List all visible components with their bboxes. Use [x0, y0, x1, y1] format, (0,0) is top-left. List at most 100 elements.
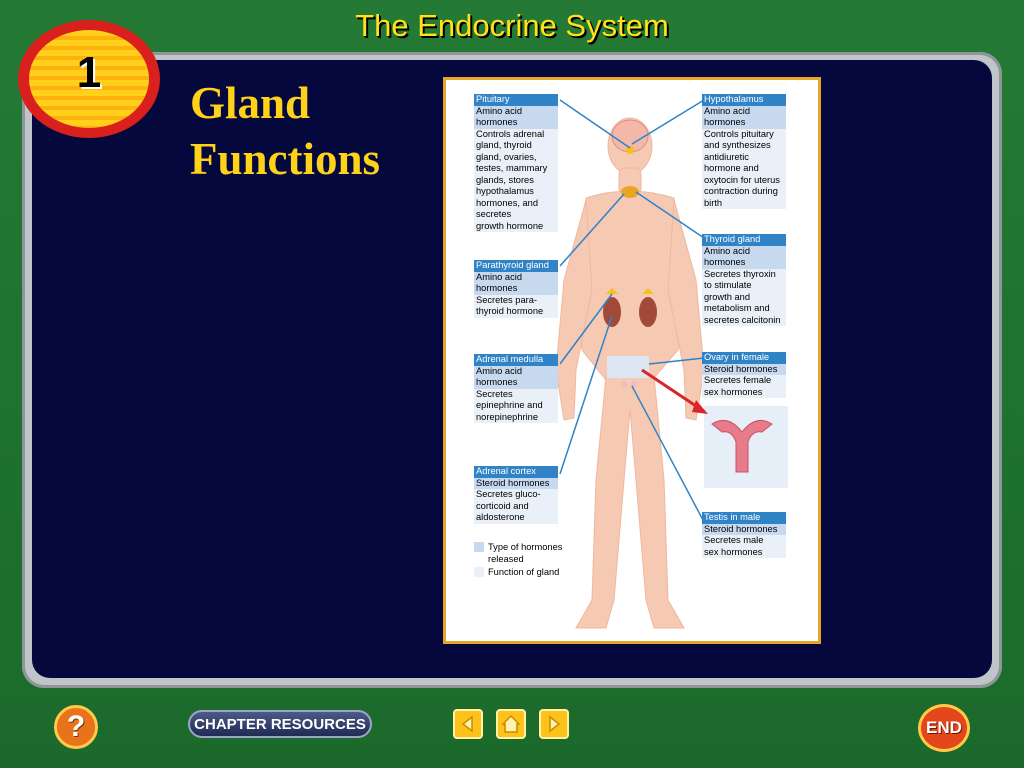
function-line: testes, mammary — [476, 163, 548, 173]
function-line: sex hormones — [704, 546, 763, 557]
right-kidney-icon — [639, 297, 657, 327]
section-badge-inner: 1 — [29, 30, 149, 128]
gland-function: Secretes epinephrine and norepinephrine — [474, 388, 558, 423]
function-line: Secretes para- — [476, 294, 537, 305]
gland-name: Hypothalamus — [702, 94, 786, 106]
function-line: oxytocin for uterus — [704, 174, 780, 185]
function-line: growth and — [704, 291, 750, 302]
uterus-icon — [711, 419, 773, 473]
thyroid-marker — [621, 186, 639, 198]
hormone-type: Amino acid hormones — [474, 105, 558, 129]
function-line: and synthesizes — [704, 140, 771, 150]
section-badge: 1 — [18, 20, 160, 138]
function-line: hormones, and — [476, 197, 539, 208]
heading-line-1: Gland — [190, 78, 311, 128]
function-line: aldosterone — [476, 512, 525, 522]
left-kidney-icon — [603, 297, 621, 327]
label-adrenal-cortex: Adrenal cortex Steroid hormones Secretes… — [474, 466, 558, 524]
chapter-resources-button[interactable]: CHAPTER RESOURCES — [188, 710, 372, 738]
function-line: metabolism and — [704, 303, 770, 313]
legend-label: Function of gland — [488, 567, 560, 577]
gland-name: Thyroid gland — [702, 234, 786, 246]
function-line: contraction during — [704, 186, 778, 196]
gland-function: Controls pituitary and synthesizes antid… — [702, 128, 786, 209]
testis-marker — [631, 381, 637, 387]
right-adrenal-icon — [642, 288, 654, 294]
gland-function: Secretes male sex hormones — [702, 535, 786, 558]
hormone-type: Steroid hormones — [474, 477, 558, 489]
chapter-resources-label: CHAPTER RESOURCES — [194, 715, 366, 733]
function-line: to stimulate — [704, 280, 752, 290]
function-line: antidiuretic — [704, 151, 749, 162]
gland-function: Secretes thyroxin to stimulate growth an… — [702, 268, 786, 326]
arrow-left-icon — [461, 715, 473, 733]
function-line: Secretes female — [704, 375, 772, 385]
figure-legend: Type of hormones released Function of gl… — [474, 542, 584, 579]
function-line: birth — [704, 197, 723, 208]
body-silhouette — [555, 117, 705, 629]
connector-lines — [559, 99, 705, 523]
gland-name: Testis in male — [702, 512, 786, 524]
gland-name: Parathyroid gland — [474, 260, 558, 272]
function-line: hormone and — [704, 163, 759, 173]
pituitary-marker — [626, 146, 634, 154]
home-button[interactable] — [496, 709, 526, 739]
label-testis: Testis in male Steroid hormones Secretes… — [702, 512, 786, 558]
legend-item: Function of gland — [474, 567, 584, 579]
hormone-type: Amino acid hormones — [702, 105, 786, 129]
slide-title: The Endocrine System — [355, 8, 669, 43]
function-line: hypothalamus — [476, 186, 534, 196]
function-line: gland, thyroid — [476, 140, 532, 150]
label-parathyroid: Parathyroid gland Amino acid hormones Se… — [474, 260, 558, 318]
function-line: gland, ovaries, — [476, 151, 537, 162]
function-line: glands, stores — [476, 174, 534, 185]
end-button[interactable]: END — [918, 704, 970, 752]
function-line: secretes calcitonin — [704, 314, 781, 325]
arrow-right-icon — [549, 715, 561, 733]
gland-function: Secretes female sex hormones — [702, 375, 786, 398]
hormone-type: Amino acid hormones — [474, 365, 558, 389]
function-line: Secretes — [476, 388, 513, 399]
arrow-head-icon — [692, 400, 708, 414]
heading-line-2: Functions — [190, 134, 381, 184]
legend-swatch — [474, 567, 484, 577]
help-button[interactable]: ? — [54, 705, 98, 749]
function-line: Secretes male — [704, 535, 764, 545]
slide-heading: Gland Functions — [190, 75, 380, 187]
next-button[interactable] — [539, 709, 569, 739]
gland-function: Secretes para- thyroid hormone — [474, 294, 558, 318]
hormone-type: Amino acid hormones — [702, 245, 786, 269]
function-line: corticoid and — [476, 500, 529, 511]
ovary-region — [607, 356, 649, 378]
hormone-type: Amino acid hormones — [474, 271, 558, 295]
hormone-type: Steroid hormones — [702, 363, 786, 375]
previous-button[interactable] — [453, 709, 483, 739]
hormone-type: Steroid hormones — [702, 523, 786, 535]
end-label: END — [926, 718, 962, 737]
function-line: Secretes gluco- — [476, 489, 541, 499]
function-line: growth hormone — [476, 220, 544, 231]
function-line: Controls adrenal — [476, 128, 545, 139]
home-icon — [501, 714, 521, 733]
label-ovary: Ovary in female Steroid hormones Secrete… — [702, 352, 786, 398]
function-line: secretes — [476, 209, 512, 219]
gland-name: Ovary in female — [702, 352, 786, 364]
function-line: norepinephrine — [476, 411, 539, 422]
gland-name: Adrenal cortex — [474, 466, 558, 478]
function-line: epinephrine and — [476, 400, 543, 410]
gland-function: Secretes gluco- corticoid and aldosteron… — [474, 489, 558, 524]
label-thyroid: Thyroid gland Amino acid hormones Secret… — [702, 234, 786, 326]
help-label: ? — [66, 710, 86, 743]
gland-function: Controls adrenal gland, thyroid gland, o… — [474, 128, 558, 232]
endocrine-figure: Pituitary Amino acid hormones Controls a… — [443, 77, 821, 644]
label-adrenal-medulla: Adrenal medulla Amino acid hormones Secr… — [474, 354, 558, 423]
section-number: 1 — [76, 48, 102, 97]
legend-item: Type of hormones released — [474, 542, 584, 565]
legend-label: Type of hormones released — [488, 542, 563, 564]
function-line: sex hormones — [704, 386, 763, 397]
label-pituitary: Pituitary Amino acid hormones Controls a… — [474, 94, 558, 232]
ovary-arrow — [641, 368, 703, 412]
body-illustration — [555, 99, 788, 629]
gland-name: Pituitary — [474, 94, 558, 106]
label-hypothalamus: Hypothalamus Amino acid hormones Control… — [702, 94, 786, 209]
